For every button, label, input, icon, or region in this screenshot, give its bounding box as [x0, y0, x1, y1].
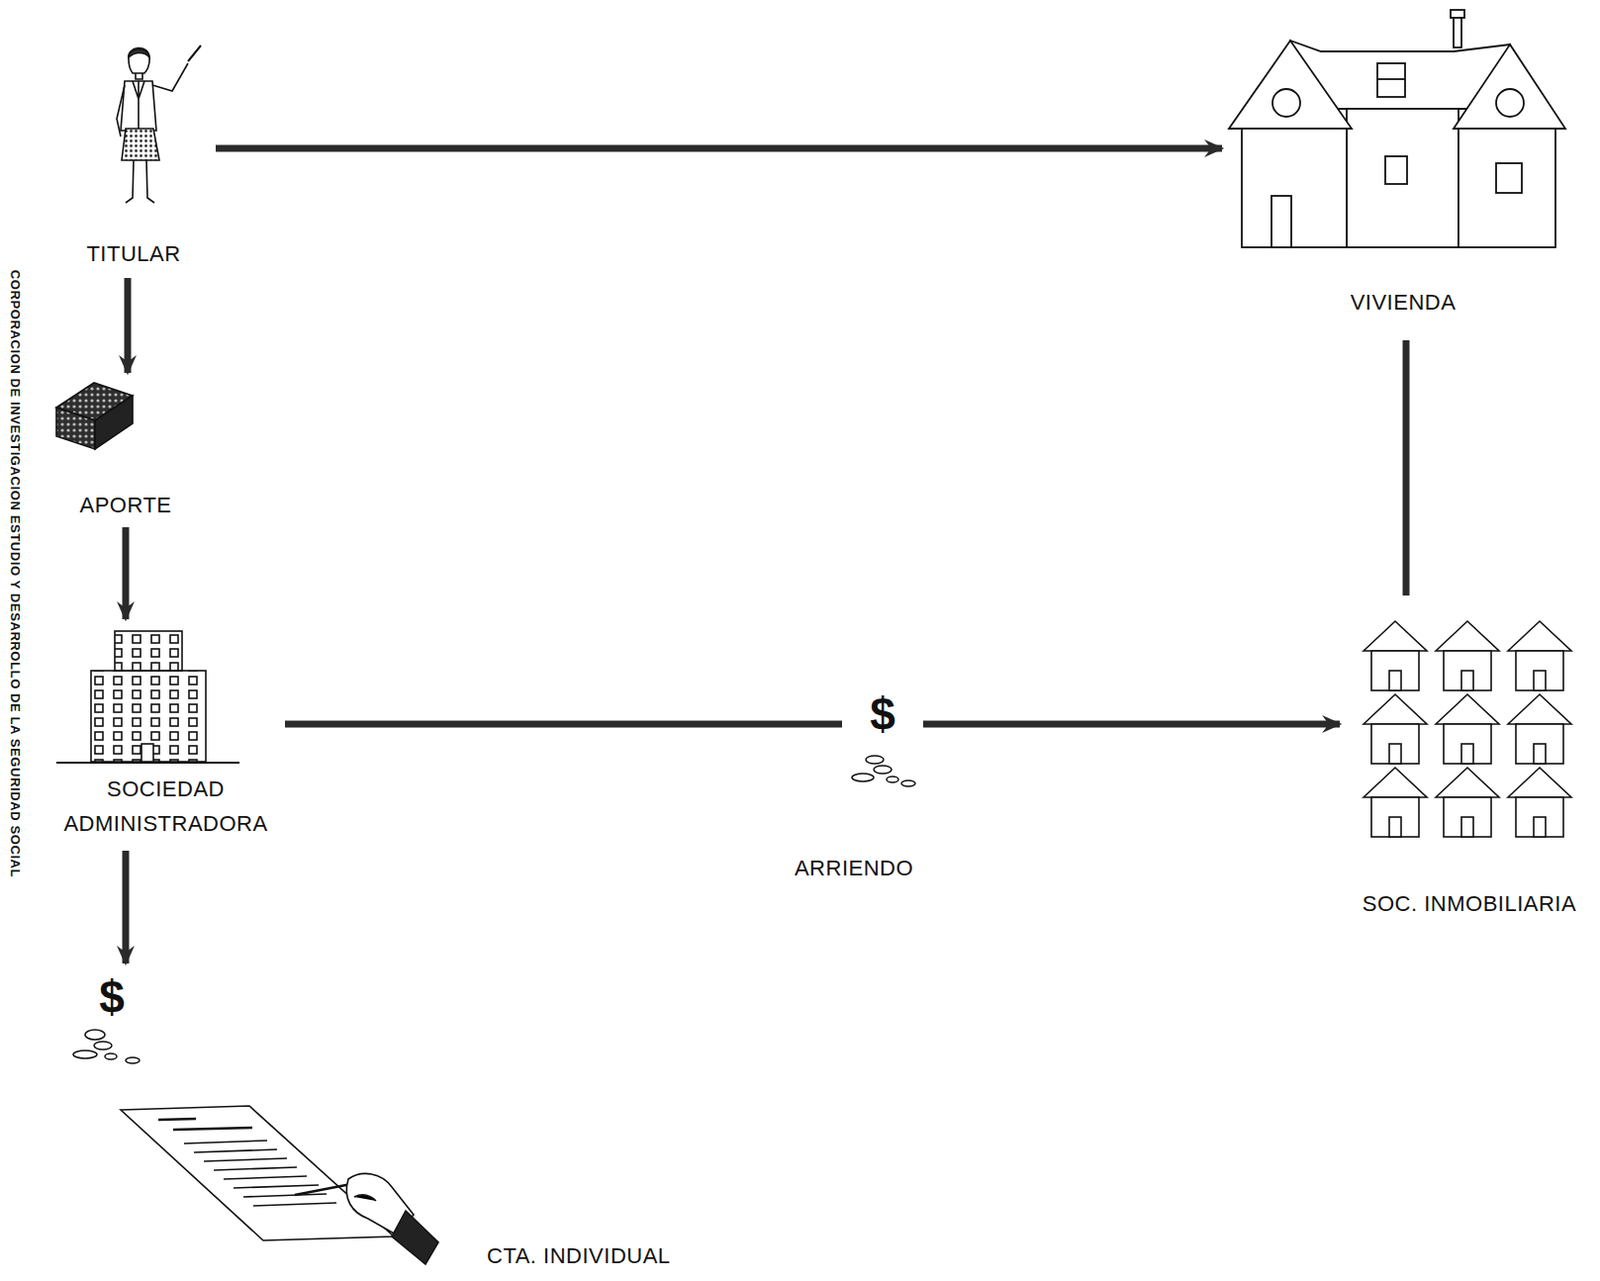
brick-node: APORTE [51, 378, 200, 522]
coins-icon [851, 755, 916, 787]
house-drawing [1228, 9, 1566, 248]
node-label: CTA. INDIVIDUAL [486, 1242, 671, 1271]
brick-icon [56, 382, 133, 450]
node-label: VIVIENDA [1229, 288, 1577, 317]
node-label: APORTE [51, 491, 200, 520]
node-label: SOCIEDAD ADMINISTRADORA [54, 771, 278, 842]
flow-arrow [284, 721, 1340, 729]
building-node: SOCIEDAD ADMINISTRADORA [54, 625, 278, 846]
building-icon [56, 631, 240, 763]
currency-symbol: $ [842, 689, 924, 740]
side-note: CORPORACION DE INVESTIGACION ESTUDIO Y D… [7, 270, 23, 878]
flow-arrow [122, 850, 130, 964]
person-figure [116, 45, 201, 203]
connector-line [1403, 340, 1411, 596]
flow-arrow [124, 278, 132, 374]
person-node: TITULAR [59, 39, 208, 273]
house-node: VIVIENDA [1229, 7, 1577, 323]
node-label: TITULAR [59, 240, 208, 269]
currency-symbol: $ [98, 972, 125, 1023]
flow-arrow [122, 527, 130, 620]
houses-icon [1363, 621, 1572, 838]
houses-node: SOC. INMOBILIARIA [1347, 613, 1592, 923]
coins-icon [73, 1030, 140, 1064]
flow-arrow [215, 145, 1223, 153]
document-node: CTA. INDIVIDUAL [79, 969, 675, 1275]
edge-label: ARRIENDO [794, 854, 914, 883]
node-label: SOC. INMOBILIARIA [1347, 890, 1592, 919]
document-icon [120, 1106, 439, 1265]
